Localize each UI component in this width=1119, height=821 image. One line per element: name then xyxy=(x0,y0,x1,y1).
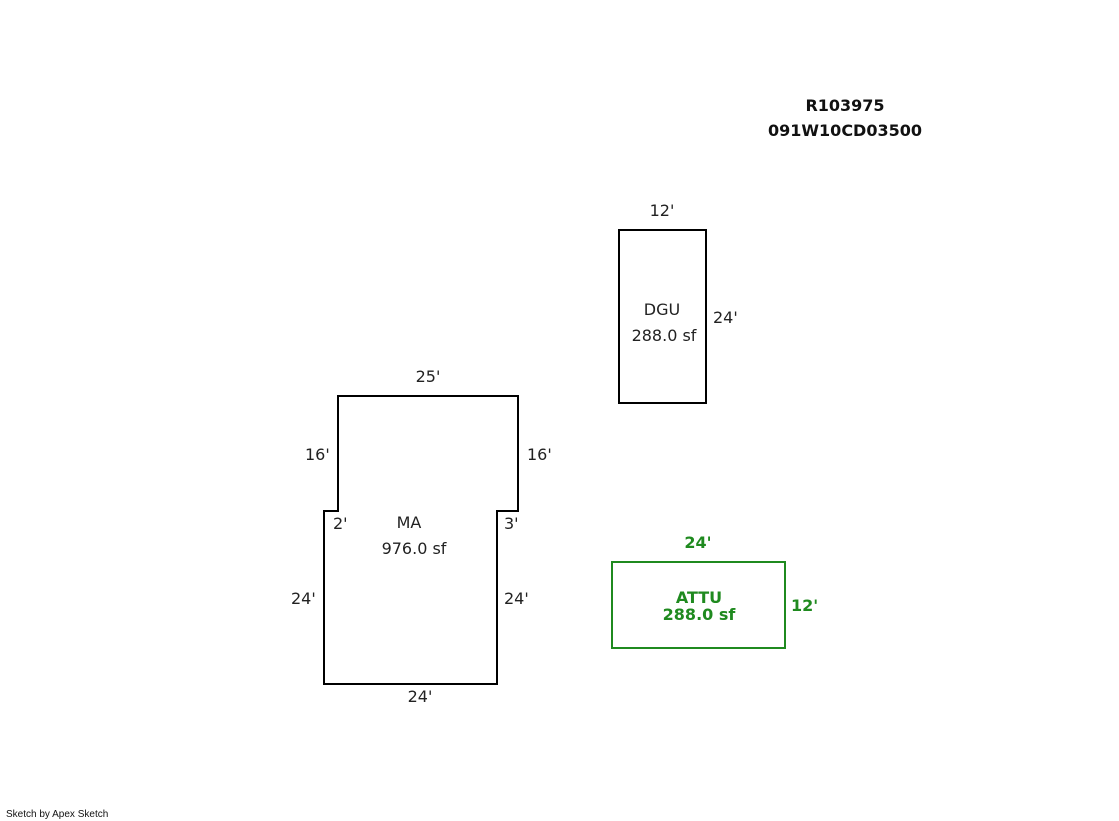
ma-outline xyxy=(323,395,519,685)
ma-dim-bottom: 24' xyxy=(407,687,433,706)
dgu-dim-top: 12' xyxy=(649,201,675,220)
dgu-dim-right: 24' xyxy=(713,308,738,327)
ma-dim-left-step: 2' xyxy=(333,514,348,533)
parcel-number: R103975 xyxy=(805,96,885,115)
dgu-outline xyxy=(618,229,707,404)
ma-dim-left-lower: 24' xyxy=(291,589,316,608)
dgu-area: 288.0 sf xyxy=(631,326,697,345)
map-taxlot: 091W10CD03500 xyxy=(768,121,922,140)
ma-dim-right-lower: 24' xyxy=(504,589,529,608)
ma-code: MA xyxy=(396,513,422,532)
attu-dim-top: 24' xyxy=(684,533,712,552)
ma-area: 976.0 sf xyxy=(381,539,447,558)
attu-code: ATTU xyxy=(675,588,723,607)
sketch-credit: Sketch by Apex Sketch xyxy=(6,809,109,820)
attu-outline xyxy=(611,561,786,649)
attu-dim-right: 12' xyxy=(791,596,819,615)
dgu-code: DGU xyxy=(643,300,681,319)
attu-area: 288.0 sf xyxy=(662,605,736,624)
ma-dim-right-upper: 16' xyxy=(527,445,552,464)
ma-dim-left-upper: 16' xyxy=(305,445,330,464)
ma-dim-top: 25' xyxy=(415,367,441,386)
ma-dim-right-step: 3' xyxy=(504,514,519,533)
